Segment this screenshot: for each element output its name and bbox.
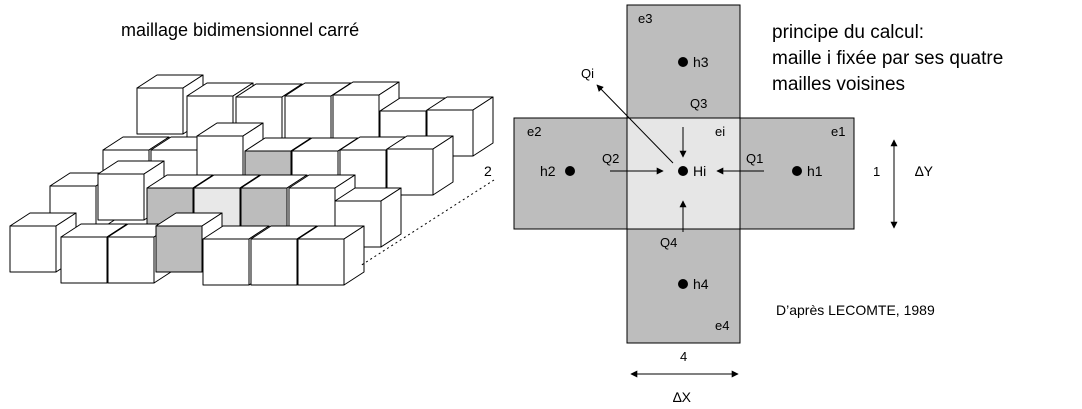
cell-center-label: ei [715, 124, 725, 139]
dy-label: ∆Y [915, 163, 934, 179]
mesh-title: maillage bidimensionnel carré [121, 20, 360, 40]
block-front-face-26 [202, 238, 250, 286]
block-front-face-1 [136, 87, 184, 135]
cell-bottom-label: e4 [715, 318, 729, 333]
block-front-face-27 [250, 238, 298, 286]
head-center-dot [678, 166, 688, 176]
cell-left-label: e2 [527, 124, 541, 139]
principle-line-2: maille i fixée par ses quatre [772, 48, 1004, 69]
flow-qi-label: Qi [581, 66, 594, 81]
head-right-dot [792, 166, 802, 176]
principle-text: principe du calcul: maille i fixée par s… [772, 20, 1003, 98]
block-front-face-23 [60, 236, 108, 284]
head-left-dot [565, 166, 575, 176]
principle-line-3: mailles voisines [772, 74, 906, 95]
head-top-label: h3 [693, 54, 709, 70]
head-bottom-dot [678, 279, 688, 289]
block-front-face-24 [107, 236, 155, 284]
flow-q2-label: Q2 [602, 151, 619, 166]
head-right-label: h1 [807, 163, 823, 179]
dy-number: 1 [873, 164, 880, 179]
flow-q1-label: Q1 [746, 151, 763, 166]
head-center-label: Hi [693, 163, 706, 179]
flow-q3-label: Q3 [690, 96, 707, 111]
cell-right-label: e1 [831, 124, 845, 139]
flow-qi-arrow [596, 84, 674, 164]
block-front-face-16 [97, 173, 145, 221]
block-front-face-14 [386, 148, 434, 196]
dx-label: ∆X [673, 389, 692, 405]
principle-line-1: principe du calcul: [772, 22, 925, 43]
block-front-face-5 [332, 94, 380, 142]
block-mesh [9, 74, 494, 286]
cell-top-label: e3 [638, 11, 652, 26]
mesh-dotted-edge [359, 179, 495, 267]
head-top-dot [678, 57, 688, 67]
mesh-side-number: 2 [484, 163, 492, 179]
flow-q4-label: Q4 [660, 235, 677, 250]
dx-number: 4 [680, 349, 687, 364]
block-front-face-25 [155, 225, 203, 273]
head-left-label: h2 [540, 163, 556, 179]
block-front-face-28 [297, 238, 345, 286]
source-credit: D’après LECOMTE, 1989 [776, 302, 935, 318]
block-front-face-22 [9, 225, 57, 273]
head-bottom-label: h4 [693, 276, 709, 292]
block-front-face-4 [284, 95, 332, 143]
